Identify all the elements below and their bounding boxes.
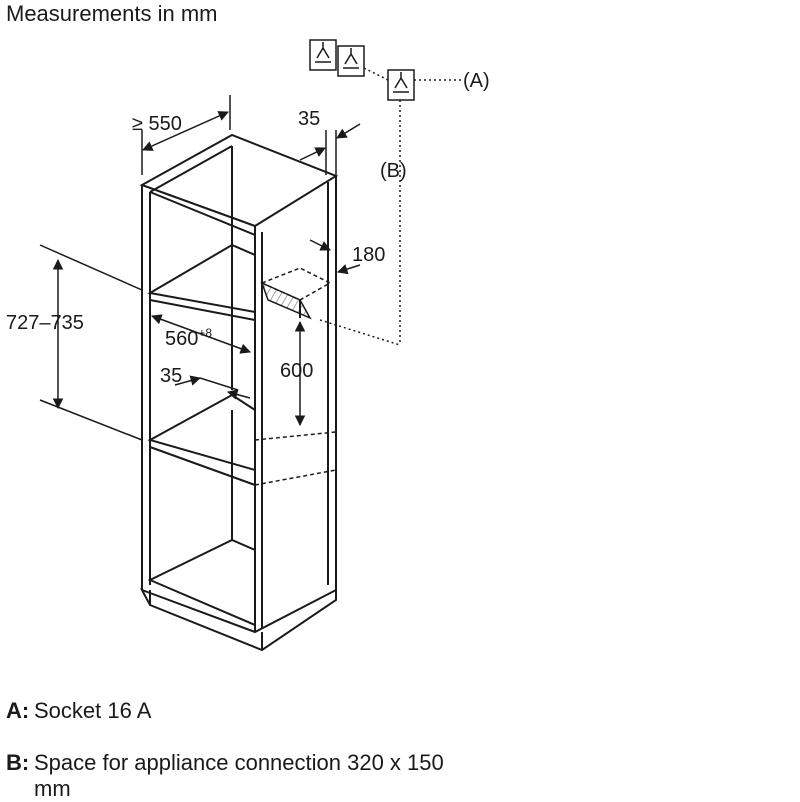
- leader-lines: [319, 79, 462, 346]
- dimension-side-gap: [299, 123, 361, 175]
- appliance-connection-space: [254, 267, 337, 486]
- legend-item-b: B:Space for appliance connection 320 x 1…: [6, 750, 474, 802]
- connection-height-label: 600: [280, 360, 313, 382]
- tall-cabinet: [139, 133, 339, 652]
- niche-width-tolerance: +8: [198, 326, 212, 340]
- shelf-gap-label: 35: [160, 365, 182, 387]
- legend-key-a: A:: [6, 698, 30, 723]
- callout-a: (A): [463, 70, 490, 92]
- legend-text-a: Socket 16 A: [34, 698, 152, 723]
- legend-text-b: Space for appliance connection 320 x 150…: [34, 750, 444, 801]
- plug-glyph-icon: [315, 42, 331, 63]
- diagram-title: Measurements in mm: [6, 1, 218, 26]
- niche-width-label: 560+8: [165, 326, 212, 350]
- socket-icon: [309, 39, 337, 71]
- dimension-niche-width: [151, 314, 251, 354]
- socket-icon: [387, 69, 415, 101]
- side-gap-label: 35: [298, 108, 320, 130]
- legend-key-b: B:: [6, 750, 30, 775]
- niche-width-value: 560: [165, 328, 198, 350]
- depth-label: ≥ 550: [132, 113, 182, 135]
- dimension-depth: [141, 95, 231, 175]
- dimension-niche-height: [39, 244, 143, 441]
- legend-item-a: A:Socket 16 A: [6, 698, 151, 724]
- socket-icon: [337, 45, 365, 77]
- offset-label: 180: [352, 244, 385, 266]
- niche-height-label: 727–735: [6, 312, 84, 334]
- dimension-connection-offset: [309, 239, 361, 275]
- plug-glyph-icon: [343, 48, 359, 69]
- callout-b: (B): [380, 160, 407, 182]
- plug-glyph-icon: [393, 72, 409, 93]
- socket-icons: [309, 39, 415, 101]
- dimension-shelf-gap: [174, 375, 251, 400]
